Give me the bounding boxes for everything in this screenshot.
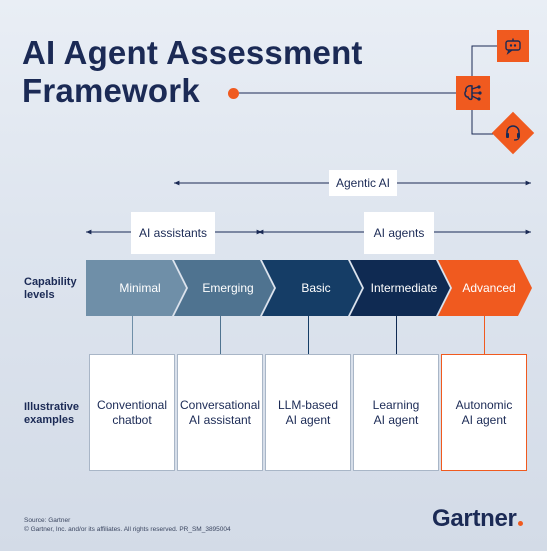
level-chevron-emerging: Emerging	[174, 260, 274, 316]
page-title: AI Agent Assessment Framework	[22, 34, 363, 110]
title-line-2: Framework	[22, 72, 200, 109]
level-label: Basic	[301, 281, 331, 295]
row-label-capability: Capability levels	[24, 276, 77, 301]
title-line-1: AI Agent Assessment	[22, 34, 363, 71]
level-chevron-intermediate: Intermediate	[350, 260, 450, 316]
connector-basic	[308, 316, 309, 354]
logo-dot	[517, 521, 523, 526]
level-chevron-basic: Basic	[262, 260, 362, 316]
connector-intermediate	[396, 316, 397, 354]
range-label-ai-agents: AI agents	[364, 212, 434, 254]
gartner-logo: Gartner	[432, 505, 523, 533]
robot-chat-icon	[497, 30, 529, 62]
connector-emerging	[220, 316, 221, 354]
title-dot	[228, 88, 239, 99]
level-chevron-advanced: Advanced	[438, 260, 532, 316]
connector-advanced	[484, 316, 485, 354]
level-chevron-minimal: Minimal	[86, 260, 186, 316]
headset-icon	[491, 111, 535, 155]
level-label: Emerging	[202, 281, 254, 295]
connector-minimal	[132, 316, 133, 354]
brain-network-icon	[456, 76, 490, 110]
range-label-agentic-ai: Agentic AI	[329, 170, 397, 196]
row-label-examples: Illustrative examples	[24, 401, 80, 426]
range-label-ai-assistants: AI assistants	[131, 212, 215, 254]
footer-source: Source: Gartner © Gartner, Inc. and/or i…	[24, 517, 231, 533]
level-label: Advanced	[462, 281, 516, 295]
level-label: Minimal	[119, 281, 161, 295]
level-label: Intermediate	[370, 281, 438, 295]
